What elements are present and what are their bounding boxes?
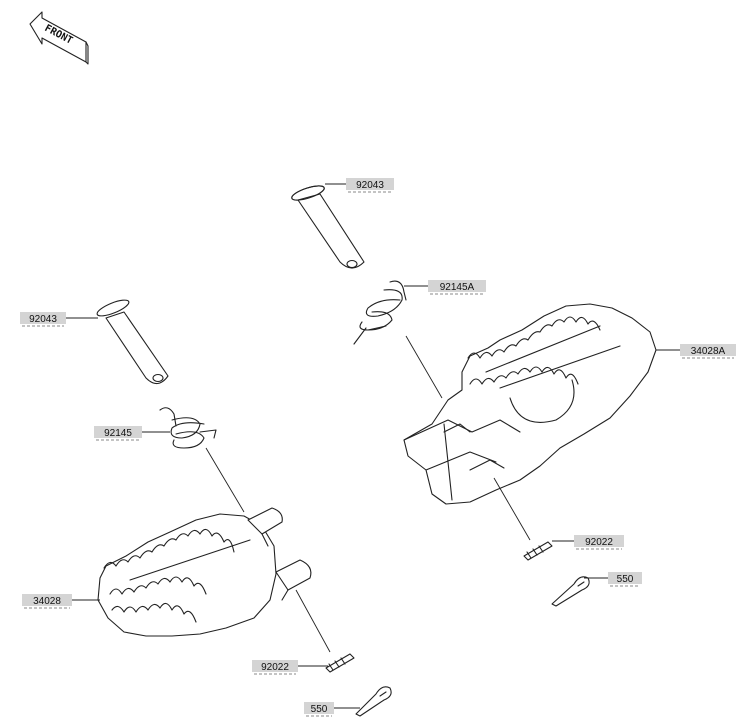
callout-label: 92145 (104, 428, 132, 439)
clevis-pin-left (96, 299, 169, 385)
callout-label: 92043 (29, 314, 57, 325)
torsion-spring-left (159, 407, 217, 449)
cotter-pin-right (551, 576, 590, 607)
callout-34028[interactable]: 34028 (22, 594, 72, 609)
callout-label: 550 (311, 704, 328, 715)
washer-left (325, 653, 355, 673)
callout-550-right[interactable]: 550 (608, 572, 642, 587)
front-arrow-icon: FRONT (29, 11, 89, 65)
callout-92043-left[interactable]: 92043 (20, 312, 66, 327)
callout-label: 92022 (261, 662, 289, 673)
callout-92145[interactable]: 92145 (94, 426, 142, 441)
torsion-spring-upper (353, 280, 407, 345)
callout-label: 92022 (585, 537, 613, 548)
callout-92022-left[interactable]: 92022 (252, 660, 298, 675)
callout-leaders (66, 183, 680, 709)
callout-label: 550 (617, 574, 634, 585)
callout-92145A[interactable]: 92145A (428, 280, 486, 295)
clevis-pin-upper (291, 185, 365, 269)
footpeg-left (97, 507, 312, 637)
callout-92022-right[interactable]: 92022 (574, 535, 624, 550)
callout-label: 92043 (356, 180, 384, 191)
assembly-lines (205, 335, 531, 653)
washer-right (523, 541, 553, 561)
callout-34028A[interactable]: 34028A (680, 344, 736, 359)
callout-label: 92145A (440, 282, 475, 293)
callout-label: 34028 (33, 596, 61, 607)
cotter-pin-left (355, 686, 392, 717)
callout-label: 34028A (691, 346, 726, 357)
callout-550-left[interactable]: 550 (304, 702, 334, 717)
footpeg-right (403, 303, 657, 505)
callout-92043-upper[interactable]: 92043 (346, 178, 394, 193)
